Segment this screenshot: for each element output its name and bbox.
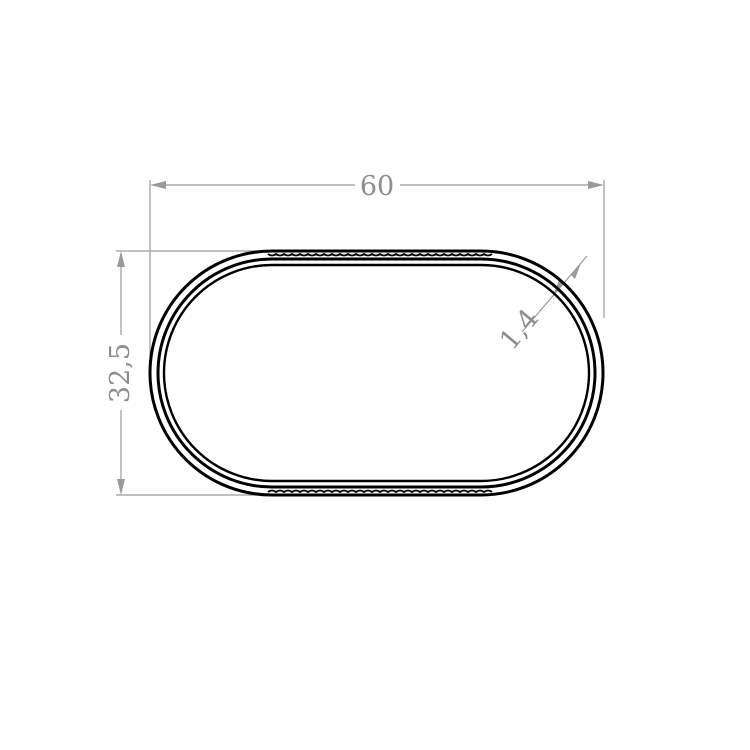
- height-label: 32,5: [105, 343, 136, 403]
- width-dimension: 60: [149, 171, 605, 368]
- tube-profile: [148, 249, 605, 497]
- height-dimension: 32,5: [105, 250, 272, 496]
- knurling-bottom: [267, 489, 493, 494]
- profile-inner-contour: [162, 263, 591, 483]
- knurl-wave-bottom: [267, 489, 493, 494]
- width-arrow-right: [588, 181, 604, 189]
- width-arrow-left: [150, 181, 166, 189]
- height-arrow-bottom: [117, 479, 125, 495]
- height-arrow-top: [117, 251, 125, 267]
- width-label: 60: [360, 171, 394, 202]
- knurl-wave-top: [267, 252, 493, 257]
- wall-label: 1,4: [494, 303, 545, 356]
- profile-outer-contour: [148, 249, 605, 497]
- knurling-top: [267, 252, 493, 257]
- profile-middle-contour: [156, 257, 597, 489]
- wall-arrow-outer: [571, 263, 581, 279]
